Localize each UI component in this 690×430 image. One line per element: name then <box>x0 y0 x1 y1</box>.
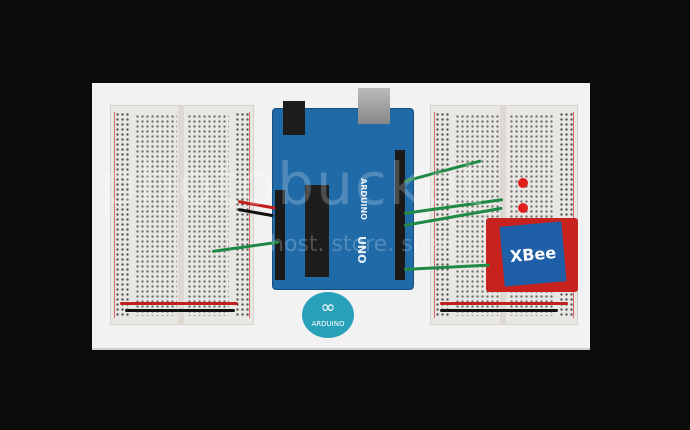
watermark-tagline: host. store. share. <box>270 232 470 257</box>
usb-connector <box>358 88 390 124</box>
microcontroller-chip <box>305 185 329 277</box>
left-breadboard <box>110 105 254 325</box>
arduino-logo: ∞ ARDUINO <box>302 292 354 338</box>
logo-text: ARDUINO <box>311 320 345 328</box>
pin-header-right <box>395 150 405 280</box>
arduino-uno-board <box>272 108 414 290</box>
watermark: photobucket <box>100 150 485 218</box>
pin-header-left <box>275 190 285 280</box>
black-wire <box>440 309 558 312</box>
red-led <box>518 178 528 188</box>
red-led <box>518 203 528 213</box>
power-jack <box>283 101 305 135</box>
red-wire <box>120 302 238 305</box>
xbee-breakout-board: XBee <box>486 218 578 292</box>
xbee-module-label: XBee <box>499 221 567 287</box>
black-wire <box>125 309 235 312</box>
red-wire <box>440 302 568 305</box>
